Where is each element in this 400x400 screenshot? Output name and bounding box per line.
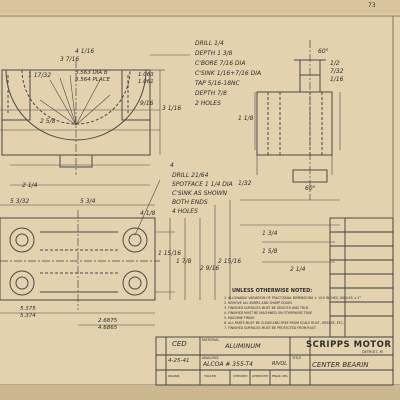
- callout-line: DRILL 21/64: [172, 172, 209, 179]
- callout-line: TAP 5/16-18NC: [195, 80, 240, 87]
- callout-line: 2 HOLES: [195, 100, 221, 107]
- drawing-date: 4-25-41: [168, 358, 190, 364]
- dim-text: 2.6875: [98, 318, 118, 324]
- dim-text: 3 1/16: [162, 105, 182, 112]
- dim-text: 5 3/32: [10, 198, 30, 205]
- callout-line: C'BORE 7/16 DIA: [195, 60, 246, 67]
- dim-text: 3.564 PLACE: [75, 77, 110, 83]
- dim-text: 60°: [318, 48, 329, 55]
- dim-text: 2 1/4: [290, 266, 306, 273]
- note-item: 4. FINISHED MUST BE MACHINED ON OTHERWIS…: [224, 311, 313, 315]
- material-value: ALUMINUM: [225, 342, 261, 350]
- dim-text: 4.6865: [98, 325, 118, 331]
- dim-text: 1 3/4: [262, 230, 278, 237]
- callout-line: 4 HOLES: [172, 208, 198, 215]
- col-header: CHECKED: [233, 374, 248, 378]
- dim-text: 1/32: [238, 180, 252, 187]
- note-item: 7. FINISHED SURFACES MUST BE PROTECTED F…: [224, 326, 316, 330]
- callout-line: DEPTH 7/8: [195, 90, 227, 97]
- dim-text: 9/16: [140, 100, 154, 107]
- note-item: 3. FINISHED SURFACES MUST BE SMOOTH AND …: [224, 306, 309, 310]
- material-label: MATERIAL: [202, 338, 220, 342]
- analysis-value: ALCOA # 355-T4: [203, 361, 253, 368]
- callout-line: DRILL 1/4: [195, 40, 224, 47]
- col-header: TRACED: [204, 374, 217, 378]
- dim-text: 5.375: [20, 306, 36, 312]
- sheet-number: 73: [368, 2, 376, 9]
- dim-text: 7/32: [330, 68, 344, 75]
- callout-line: SPOTFACE 1 1/4 DIA: [172, 181, 233, 188]
- callout-line: BOTH ENDS: [172, 199, 208, 206]
- note-item: 6. ALL PARTS MUST BE CLEAN AND FREE FROM…: [224, 321, 344, 325]
- dim-text: 60°: [305, 185, 316, 192]
- dim-text: 2 5/8: [40, 118, 56, 125]
- dim-text: 1/16: [330, 76, 344, 83]
- dim-text: 4 1/8: [140, 210, 156, 217]
- dim-text: 1 5/8: [262, 248, 278, 255]
- callout-line: DEPTH 1 3/8: [195, 50, 233, 57]
- drawn-by: CED: [172, 340, 187, 348]
- company-city: DETROIT, M: [362, 350, 383, 354]
- callout-line: C'SINK AS SHOWN: [172, 190, 228, 197]
- drawing-title: CENTER BEARIN: [312, 361, 369, 369]
- callout-line: C'SINK 1/16+7/16 DIA: [195, 70, 262, 77]
- dim-text: 1/2: [330, 60, 340, 67]
- analysis-label: ANALYSIS: [202, 356, 219, 360]
- dim-text: 1 7/8: [176, 258, 192, 265]
- col-header: ENGR. REL: [272, 374, 289, 378]
- dim-text: 2 9/16: [200, 265, 220, 272]
- company-name: SCRIPPS MOTOR: [306, 340, 392, 350]
- dim-text: 2 1/4: [22, 182, 38, 189]
- dim-text: 4: [170, 162, 174, 169]
- note-item: 1. ALLOWABLE VARIATION OF FRACTIONAL DIM…: [224, 296, 362, 300]
- dim-text: 1.063: [138, 72, 154, 78]
- dim-text: 1 15/16: [158, 250, 182, 257]
- dim-text: 4 1/16: [75, 48, 95, 55]
- dim-text: 5.374: [20, 313, 36, 319]
- dim-text: 3.563 DIA B: [75, 70, 108, 76]
- title-label: TITLE: [292, 356, 302, 360]
- dim-text: 1 17/32: [28, 72, 52, 79]
- heat-treat-value: RIVOL: [272, 361, 288, 367]
- dim-text: 5 3/4: [80, 198, 96, 205]
- note-item: 2. REMOVE ALL BURRS AND SHARP EDGES: [224, 301, 293, 305]
- dim-text: 1.061: [138, 79, 154, 85]
- dim-text: 3 7/16: [60, 56, 80, 63]
- notes-title: UNLESS OTHERWISE NOTED:: [232, 288, 313, 294]
- col-header: APPROVED: [252, 374, 269, 378]
- col-header: DRAWN: [168, 374, 180, 378]
- note-item: 5. MACHINE FINISH: [224, 316, 255, 320]
- dim-text: 2 15/16: [218, 258, 242, 265]
- dim-text: 1 1/8: [238, 115, 254, 122]
